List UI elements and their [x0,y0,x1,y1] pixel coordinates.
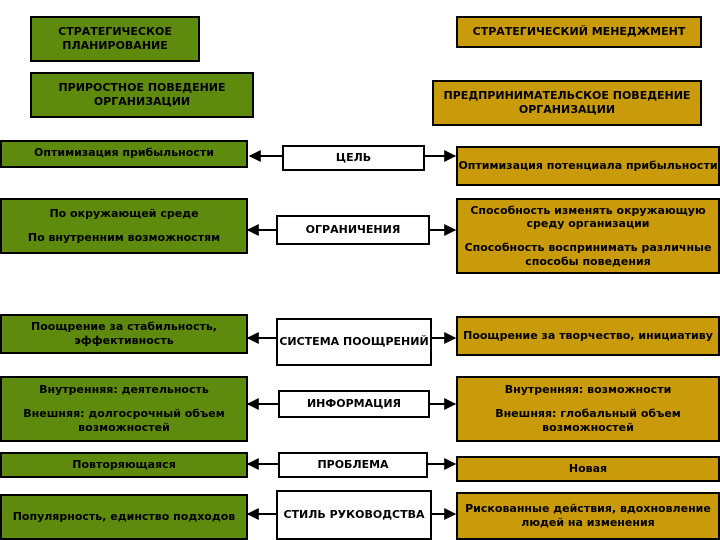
right-style-box: Рискованные действия, вдохновление людей… [456,492,720,540]
center-style-text: СТИЛЬ РУКОВОДСТВА [283,508,425,522]
right-goal-box: Оптимизация потенциала прибыльности [456,146,720,186]
center-info-text: ИНФОРМАЦИЯ [306,397,402,411]
right-rewards-box: Поощрение за творчество, инициативу [456,316,720,356]
center-goal-box: ЦЕЛЬ [282,145,425,171]
center-style-box: СТИЛЬ РУКОВОДСТВА [276,490,432,540]
center-goal-text: ЦЕЛЬ [335,151,372,165]
left-info-text-2: Внешняя: долгосрочный объем возможностей [23,407,225,434]
center-limits-box: ОГРАНИЧЕНИЯ [276,215,430,245]
header-strategic-management: СТРАТЕГИЧЕСКИЙ МЕНЕДЖМЕНТ [456,16,702,48]
header-entrepreneurial-behavior-text: ПРЕДПРИНИМАТЕЛЬСКОЕ ПОВЕДЕНИЕ ОРГАНИЗАЦИ… [443,89,691,116]
header-entrepreneurial-behavior: ПРЕДПРИНИМАТЕЛЬСКОЕ ПОВЕДЕНИЕ ОРГАНИЗАЦИ… [432,80,702,126]
left-goal-text: Оптимизация прибыльности [34,146,214,159]
right-info-text-1: Внутренняя: возможности [504,383,672,397]
center-problem-box: ПРОБЛЕМА [278,452,428,478]
left-info-box: Внутренняя: деятельность Внешняя: долгос… [0,376,248,442]
left-style-text: Популярность, единство подходов [12,510,236,524]
center-rewards-text: СИСТЕМА ПООЩРЕНИЙ [279,335,429,349]
center-rewards-box: СИСТЕМА ПООЩРЕНИЙ [276,318,432,366]
header-strategic-planning: СТРАТЕГИЧЕСКОЕ ПЛАНИРОВАНИЕ [30,16,200,62]
left-rewards-box: Поощрение за стабильность, эффективность [0,314,248,354]
left-problem-text: Повторяющаяся [72,458,176,472]
center-limits-text: ОГРАНИЧЕНИЯ [305,223,401,237]
left-rewards-text: Поощрение за стабильность, эффективность [31,320,217,347]
right-rewards-text: Поощрение за творчество, инициативу [463,329,713,343]
right-goal-text: Оптимизация потенциала прибыльности [458,159,718,173]
center-problem-text: ПРОБЛЕМА [317,458,389,472]
left-goal-box: Оптимизация прибыльности [0,140,248,168]
header-incremental-behavior-text: ПРИРОСТНОЕ ПОВЕДЕНИЕ ОРГАНИЗАЦИИ [58,81,226,108]
right-limits-text-2: Способность воспринимать различные спосо… [464,241,712,268]
center-info-box: ИНФОРМАЦИЯ [278,390,430,418]
left-info-text-1: Внутренняя: деятельность [39,383,209,397]
header-incremental-behavior: ПРИРОСТНОЕ ПОВЕДЕНИЕ ОРГАНИЗАЦИИ [30,72,254,118]
right-style-text: Рискованные действия, вдохновление людей… [465,502,711,529]
right-problem-text: Новая [568,462,608,476]
header-strategic-planning-text: СТРАТЕГИЧЕСКОЕ ПЛАНИРОВАНИЕ [58,25,172,52]
left-limits-text-2: По внутренним возможностям [27,231,221,244]
right-problem-box: Новая [456,456,720,482]
left-problem-box: Повторяющаяся [0,452,248,478]
right-limits-box: Способность изменять окружающую среду ор… [456,198,720,274]
right-info-text-2: Внешняя: глобальный объем возможностей [495,407,681,434]
left-limits-text-1: По окружающей среде [49,207,199,221]
right-info-box: Внутренняя: возможности Внешняя: глобаль… [456,376,720,442]
left-limits-box: По окружающей среде По внутренним возмож… [0,198,248,254]
left-style-box: Популярность, единство подходов [0,494,248,540]
right-limits-text-1: Способность изменять окружающую среду ор… [470,203,706,231]
header-strategic-management-text: СТРАТЕГИЧЕСКИЙ МЕНЕДЖМЕНТ [472,25,686,39]
